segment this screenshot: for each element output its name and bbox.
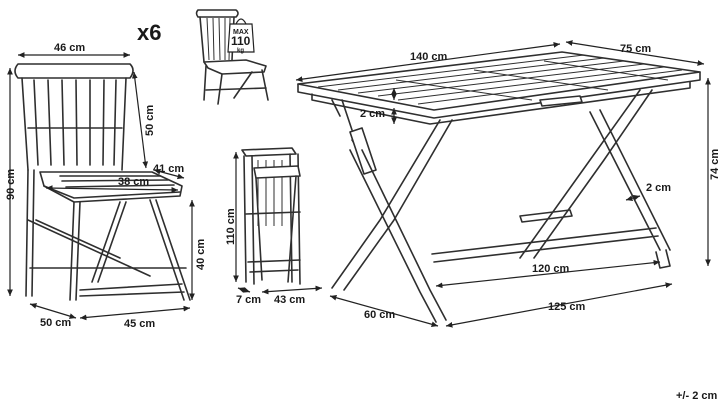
- folded-chair-dimension-lines: [233, 152, 323, 295]
- table-height-label: 74 cm: [709, 149, 720, 180]
- chair-back-height-label: 50 cm: [144, 105, 156, 136]
- table-drawing: [297, 51, 701, 323]
- max-load-line3: kg: [237, 48, 244, 54]
- chair-quantity-label: x6: [137, 20, 161, 45]
- chair-width-label: 46 cm: [54, 42, 85, 54]
- folded-chair-depth-label: 7 cm: [236, 294, 261, 306]
- table-top-thickness-label: 2 cm: [360, 108, 385, 120]
- table-dimension-lines: [295, 40, 711, 328]
- chair-seat-width-label: 38 cm: [118, 176, 149, 188]
- table-length-label: 140 cm: [410, 51, 448, 63]
- chair-total-height-label: 90 cm: [5, 169, 17, 200]
- chair-base-width-label: 45 cm: [124, 318, 155, 330]
- tolerance-note: +/- 2 cm: [676, 390, 717, 402]
- chair-seat-height-label: 40 cm: [195, 239, 207, 270]
- chair-dimension-lines: [7, 52, 195, 321]
- table-width-label: 75 cm: [620, 43, 651, 55]
- folded-chair-height-label: 110 cm: [225, 208, 237, 245]
- max-load-line1: MAX: [233, 29, 249, 36]
- small-chair-drawing: [195, 9, 269, 105]
- max-load-line2: 110: [231, 34, 251, 48]
- max-load-badge: MAX 110 kg: [227, 18, 255, 54]
- folded-chair-drawing: [241, 147, 301, 285]
- table-base-length-label: 125 cm: [548, 301, 586, 313]
- table-base-width-label: 60 cm: [364, 309, 395, 321]
- table-inner-span-label: 120 cm: [532, 263, 570, 275]
- chair-drawing: [14, 63, 191, 301]
- chair-seat-depth-label: 41 cm: [153, 163, 184, 175]
- table-leg-thickness-label: 2 cm: [646, 182, 671, 194]
- chair-base-depth-label: 50 cm: [40, 317, 71, 329]
- folded-chair-width-label: 43 cm: [274, 294, 305, 306]
